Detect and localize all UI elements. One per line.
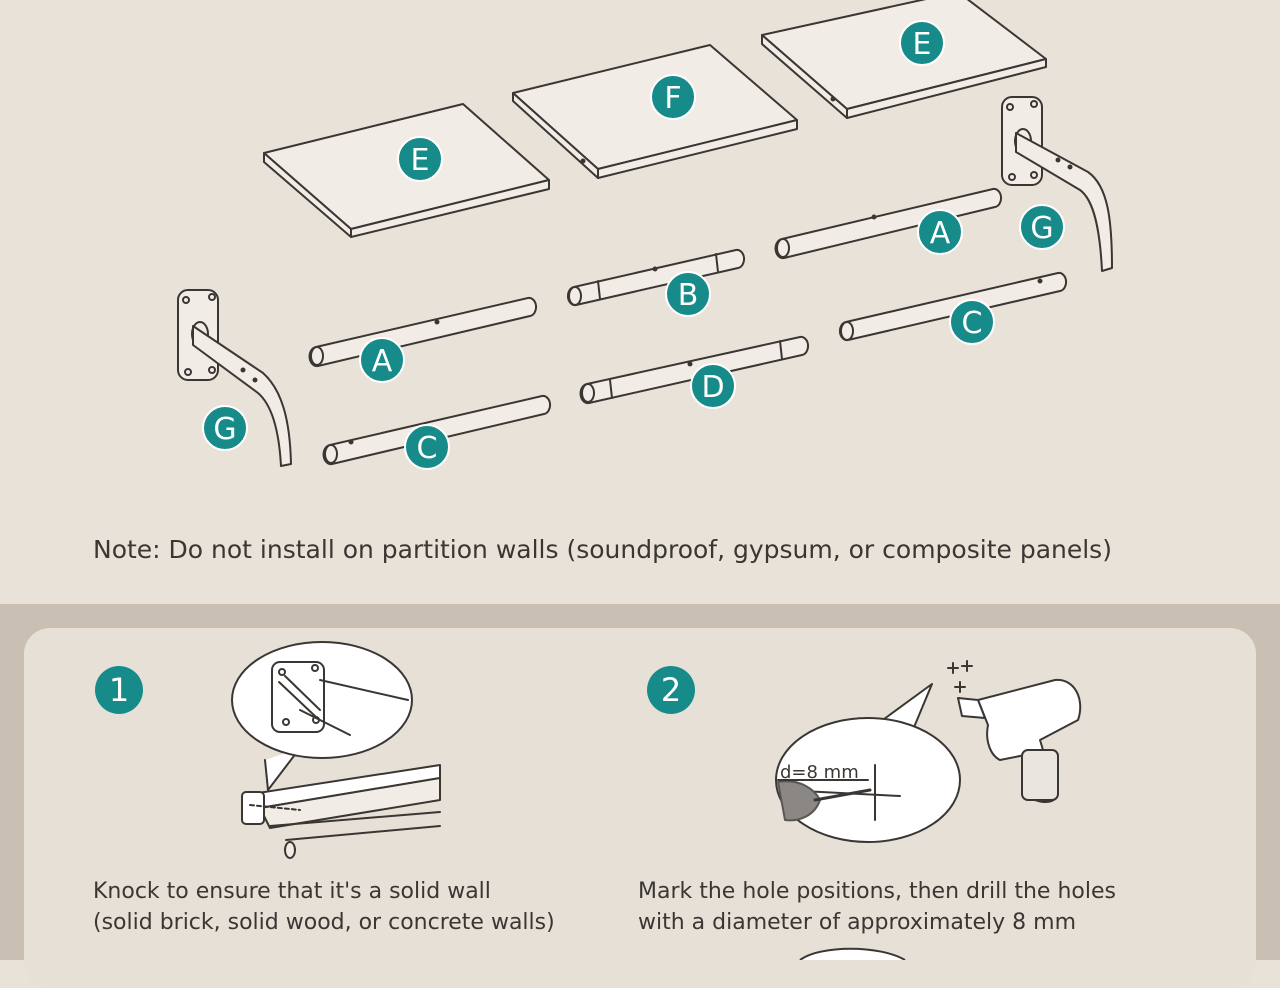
parts-diagram: E F E G A B C: [177, 0, 1113, 470]
svg-text:A: A: [372, 344, 393, 379]
step-1-badge: 1: [95, 666, 143, 714]
rod-c-right: [838, 271, 1068, 342]
svg-text:D: D: [701, 370, 724, 405]
step-1-text-line2: (solid brick, solid wood, or concrete wa…: [93, 910, 555, 935]
label-a-right: A: [917, 209, 963, 255]
svg-text:E: E: [913, 27, 932, 62]
label-c-left: C: [404, 424, 450, 470]
step2-illustration: [775, 660, 1082, 843]
label-e-left: E: [397, 136, 443, 182]
label-b: B: [665, 271, 711, 317]
rod-a-right: [774, 187, 1003, 260]
svg-text:E: E: [411, 143, 430, 178]
step-2-text-line1: Mark the hole positions, then drill the …: [638, 879, 1116, 904]
svg-text:C: C: [962, 306, 983, 341]
svg-text:C: C: [417, 431, 438, 466]
label-g-right: G: [1019, 204, 1065, 250]
label-d: D: [690, 363, 736, 409]
svg-text:B: B: [678, 278, 699, 313]
svg-text:G: G: [213, 412, 236, 447]
wall-bracket-g-left: [177, 289, 292, 467]
steps-illustrations: d=8 mm: [231, 641, 1082, 859]
label-a-left: A: [359, 337, 405, 383]
step-2-badge: 2: [647, 666, 695, 714]
label-f: F: [650, 74, 696, 120]
svg-text:F: F: [664, 81, 681, 116]
installation-note: Note: Do not install on partition walls …: [93, 535, 1112, 564]
parts-overview-section: E F E G A B C: [93, 0, 1113, 564]
drill-diameter-label: d=8 mm: [780, 762, 859, 783]
shelf-board-e-right: [761, 0, 1047, 119]
svg-text:G: G: [1030, 211, 1053, 246]
label-g-left: G: [202, 405, 248, 451]
step-2-text-line2: with a diameter of approximately 8 mm: [638, 910, 1077, 935]
rod-d: [579, 335, 810, 405]
label-c-right: C: [949, 299, 995, 345]
wall-bracket-g-right: [1001, 96, 1113, 272]
svg-text:A: A: [930, 216, 951, 251]
step-1-text-line1: Knock to ensure that it's a solid wall: [93, 879, 491, 904]
step1-illustration: [231, 641, 441, 859]
label-e-right: E: [899, 20, 945, 66]
rod-b: [566, 248, 746, 307]
